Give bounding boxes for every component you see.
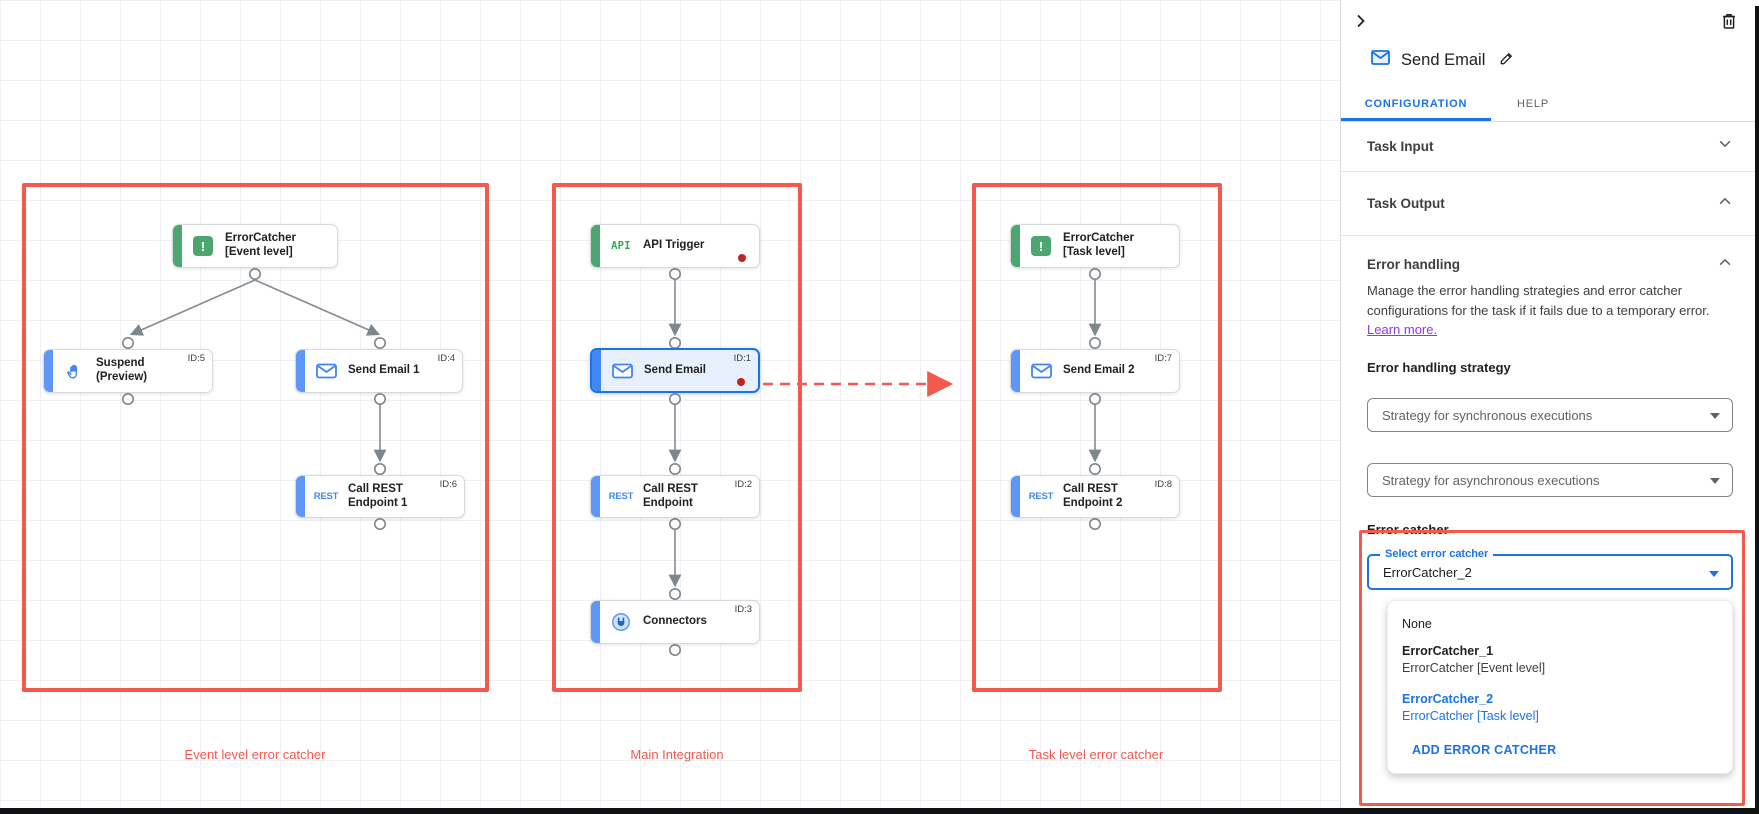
node-id-badge: ID:8 [1154, 479, 1172, 490]
node-errorcatcher-task-level[interactable]: ! ErrorCatcher [Task level] [1010, 224, 1180, 268]
node-id-badge: ID:4 [437, 353, 455, 364]
api-trigger-icon: API [611, 240, 631, 252]
error-handling-description: Manage the error handling strategies and… [1367, 283, 1710, 318]
chevron-right-icon [1353, 13, 1369, 32]
scrollbar-track[interactable] [1755, 6, 1759, 814]
delete-task-button[interactable] [1719, 10, 1739, 35]
node-id-badge: ID:1 [733, 353, 751, 364]
section-task-output[interactable]: Task Output [1341, 172, 1759, 236]
node-id-badge: ID:6 [439, 479, 457, 490]
node-call-rest-endpoint-2[interactable]: REST Call REST Endpoint 2 ID:8 [1010, 475, 1180, 518]
event-level-group-label: Event level error catcher [184, 747, 326, 762]
chevron-up-icon [1718, 255, 1732, 274]
node-color-bar [592, 350, 601, 391]
email-icon [609, 363, 635, 379]
section-error-handling[interactable]: Error handling [1367, 236, 1733, 272]
error-catcher-icon: ! [190, 236, 216, 256]
rest-icon: REST [1028, 491, 1054, 502]
panel-title: Send Email [1401, 50, 1486, 69]
learn-more-link[interactable]: Learn more. [1367, 322, 1438, 337]
node-color-bar [296, 476, 305, 517]
select-error-catcher-floating-label: Select error catcher [1380, 548, 1494, 560]
dropdown-caret-icon [1709, 571, 1719, 577]
main-integration-group-label: Main Integration [630, 747, 724, 762]
email-task-icon [1371, 50, 1390, 70]
node-call-rest-endpoint[interactable]: REST Call REST Endpoint ID:2 [590, 475, 760, 518]
error-catcher-dropdown-menu: None ErrorCatcher_1 ErrorCatcher [Event … [1387, 600, 1733, 774]
section-task-input[interactable]: Task Input [1341, 122, 1759, 172]
error-indicator-dot [738, 254, 746, 262]
hand-icon [61, 363, 87, 380]
task-level-group-label: Task level error catcher [1028, 747, 1164, 762]
chevron-up-icon [1718, 194, 1732, 213]
node-id-badge: ID:3 [734, 604, 752, 615]
node-errorcatcher-event-level[interactable]: ! ErrorCatcher [Event level] [172, 224, 338, 268]
node-color-bar [591, 225, 600, 267]
menu-option-none[interactable]: None [1402, 617, 1432, 631]
trash-icon [1721, 12, 1737, 33]
node-color-bar [173, 225, 182, 267]
add-error-catcher-button[interactable]: ADD ERROR CATCHER [1406, 742, 1562, 758]
node-send-email-selected[interactable]: Send Email ID:1 [590, 348, 760, 393]
node-send-email-1[interactable]: Send Email 1 ID:4 [295, 349, 463, 393]
pencil-icon [1499, 51, 1514, 69]
node-color-bar [1011, 476, 1020, 517]
rest-icon: REST [313, 491, 339, 502]
node-color-bar [296, 350, 305, 392]
email-icon [1028, 363, 1054, 379]
rename-task-button[interactable] [1497, 49, 1516, 71]
async-strategy-select[interactable]: Strategy for asynchronous executions [1367, 463, 1733, 497]
node-id-badge: ID:2 [734, 479, 752, 490]
node-color-bar [591, 601, 600, 643]
node-call-rest-endpoint-1[interactable]: REST Call REST Endpoint 1 ID:6 [295, 475, 465, 518]
panel-tabs: CONFIGURATION HELP [1341, 89, 1759, 122]
node-color-bar [1011, 350, 1020, 392]
tab-configuration[interactable]: CONFIGURATION [1341, 89, 1491, 121]
email-icon [313, 363, 339, 379]
error-handling-section: Error handling Manage the error handling… [1341, 236, 1759, 774]
error-catcher-label: Error catcher [1367, 522, 1449, 537]
chevron-down-icon [1718, 137, 1732, 156]
select-error-catcher-value: ErrorCatcher_2 [1383, 564, 1472, 580]
node-connectors[interactable]: Connectors ID:3 [590, 600, 760, 644]
tab-help[interactable]: HELP [1517, 98, 1549, 110]
node-send-email-2[interactable]: Send Email 2 ID:7 [1010, 349, 1180, 393]
node-api-trigger[interactable]: API API Trigger [590, 224, 760, 268]
node-suspend-preview[interactable]: Suspend (Preview) ID:5 [43, 349, 213, 393]
node-color-bar [44, 350, 53, 392]
dropdown-caret-icon [1710, 413, 1720, 419]
flow-edges [122, 267, 1102, 656]
node-id-badge: ID:5 [187, 353, 205, 364]
node-color-bar [591, 476, 600, 517]
error-catcher-icon: ! [1028, 236, 1054, 256]
dropdown-caret-icon [1710, 478, 1720, 484]
menu-option-errorcatcher-1[interactable]: ErrorCatcher_1 ErrorCatcher [Event level… [1402, 644, 1546, 675]
error-indicator-dot [737, 378, 745, 386]
collapse-panel-button[interactable] [1351, 11, 1371, 34]
node-color-bar [1011, 225, 1020, 267]
node-id-badge: ID:7 [1154, 353, 1172, 364]
task-config-panel: Send Email CONFIGURATION HELP Task Input… [1341, 0, 1759, 814]
window-bottom-edge [0, 808, 1759, 814]
flow-canvas[interactable]: Event level error catcher Main Integrati… [0, 0, 1341, 814]
menu-option-errorcatcher-2[interactable]: ErrorCatcher_2 ErrorCatcher [Task level] [1402, 692, 1539, 723]
error-handling-strategy-label: Error handling strategy [1367, 360, 1511, 375]
rest-icon: REST [608, 491, 634, 502]
select-error-catcher[interactable]: Select error catcher ErrorCatcher_2 [1367, 548, 1733, 590]
connector-plug-icon [608, 612, 634, 632]
sync-strategy-select[interactable]: Strategy for synchronous executions [1367, 398, 1733, 432]
